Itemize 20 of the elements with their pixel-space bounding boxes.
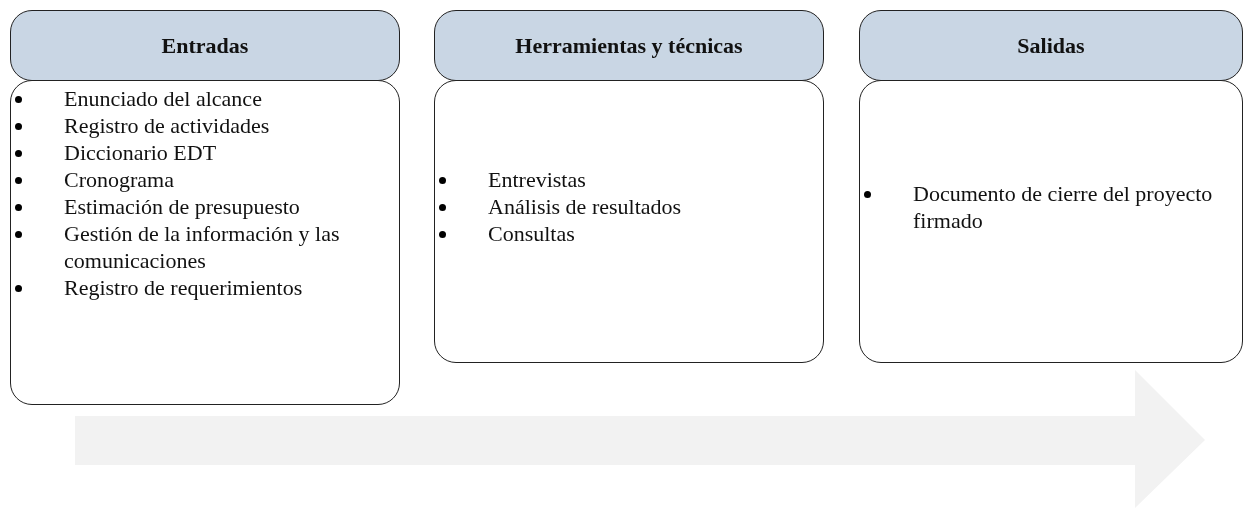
- list-item: Análisis de resultados: [488, 193, 682, 220]
- header-title: Salidas: [1017, 32, 1085, 59]
- list-item: Registro de actividades: [64, 112, 270, 139]
- header-box: [859, 10, 1243, 81]
- header-title: Entradas: [161, 32, 249, 59]
- list-item: Enunciado del alcance: [64, 85, 262, 112]
- list-item: Gestión de la información y las comunicaciones: [64, 220, 341, 274]
- header-title: Herramientas y técnicas: [515, 32, 743, 59]
- list-item: Estimación de presupuesto: [64, 193, 300, 220]
- list-item: Cronograma: [64, 166, 174, 193]
- list-item: Registro de requerimientos: [64, 274, 303, 301]
- list-item: Entrevistas: [488, 166, 586, 193]
- content-box: [434, 80, 824, 363]
- content-box: [859, 80, 1243, 363]
- list-item: Consultas: [488, 220, 575, 247]
- list-item: Documento de cierre del proyecto firmado: [913, 179, 1213, 234]
- content-box: [10, 80, 400, 405]
- list-item: Diccionario EDT: [64, 139, 217, 166]
- header-box: [434, 10, 824, 81]
- header-box: [10, 10, 400, 81]
